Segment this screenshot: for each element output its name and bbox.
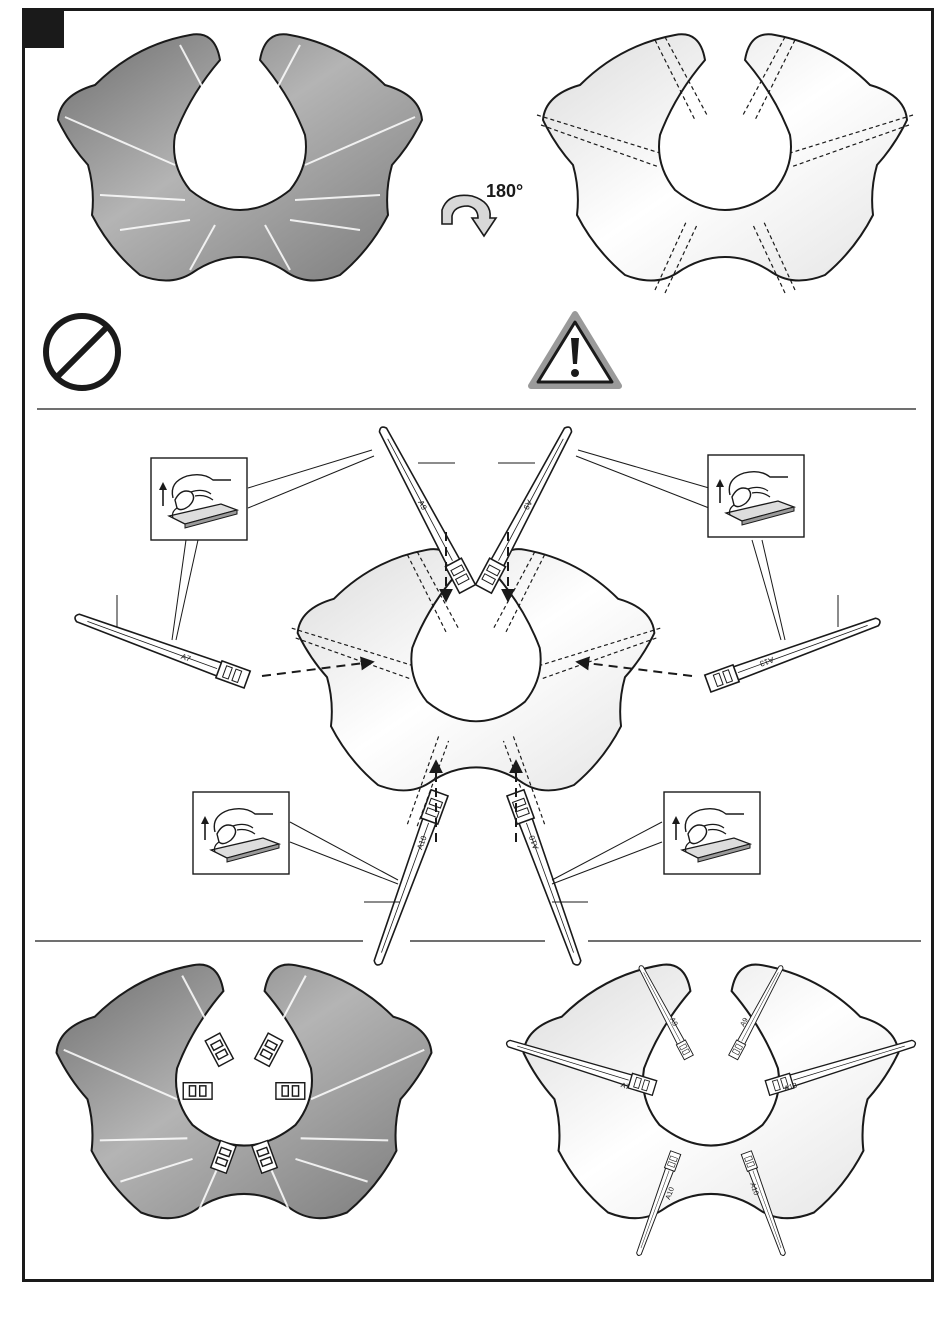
clip-piece-left: A7 [72, 609, 250, 689]
skirt-rear-dashed [537, 34, 913, 293]
warning-icon [531, 314, 619, 386]
hand-pull-tab-icon-top-left [151, 458, 247, 540]
do-not-icon [46, 316, 118, 388]
skirt-center-dashed [292, 549, 660, 826]
clip-piece-right: A13 [705, 613, 883, 693]
skirt-front-shaded [58, 34, 422, 280]
hand-pull-tab-icon-bottom-left [193, 792, 289, 874]
rotation-label: 180° [486, 181, 523, 201]
skirt-assembled-rear: A9 A9 A7 A13 A10 A10 [504, 963, 917, 1257]
hand-pull-tab-icon-bottom-right [664, 792, 760, 874]
skirt-assembled-front [57, 965, 432, 1225]
insertion-arrows [262, 532, 692, 842]
rotate-180-icon [442, 195, 496, 236]
hand-pull-tab-icon-top-right [708, 455, 804, 537]
